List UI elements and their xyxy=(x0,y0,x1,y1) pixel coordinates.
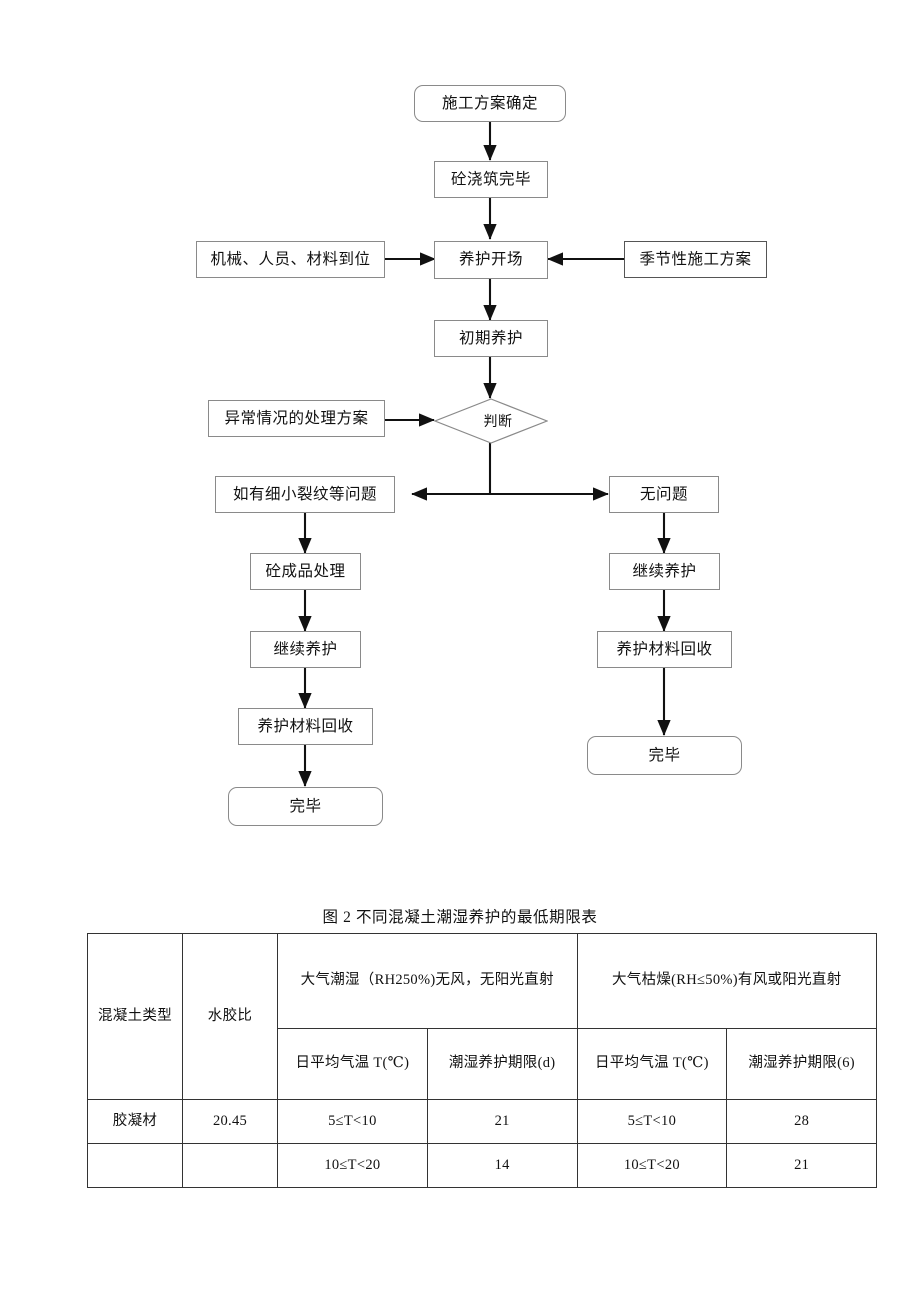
cell-temp-dry: 5≤T<10 xyxy=(576,1099,728,1144)
flowchart-diagram: 施工方案确定 砼浇筑完毕 机械、人员、材料到位 养护开场 季节性施工方案 初期养… xyxy=(196,85,767,826)
flow-node-finished-left[interactable]: 完毕 xyxy=(228,787,383,826)
node-label: 无问题 xyxy=(639,485,688,503)
flow-node-initial-curing[interactable]: 初期养护 xyxy=(434,320,548,357)
node-label: 异常情况的处理方案 xyxy=(224,409,369,427)
cell-days-dry: 28 xyxy=(726,1099,877,1144)
cell-concrete-type xyxy=(87,1143,183,1188)
flow-node-curing-material-recovery-right[interactable]: 养护材料回收 xyxy=(597,631,732,668)
node-label: 施工方案确定 xyxy=(441,94,538,112)
node-label: 继续养护 xyxy=(632,562,697,580)
flow-node-continue-curing-right[interactable]: 继续养护 xyxy=(609,553,720,590)
header-group-dry: 大气枯燥(RH≤50%)有风或阳光直射 xyxy=(576,933,877,1029)
flow-node-no-problem[interactable]: 无问题 xyxy=(609,476,719,513)
flow-node-construction-plan-confirmed[interactable]: 施工方案确定 xyxy=(414,85,566,122)
node-label: 机械、人员、材料到位 xyxy=(210,250,371,268)
cell-days-humid: 14 xyxy=(426,1143,578,1188)
flow-node-machinery-personnel-materials-ready[interactable]: 机械、人员、材料到位 xyxy=(196,241,385,278)
node-label: 如有细小裂纹等问题 xyxy=(232,485,377,503)
node-label: 养护材料回收 xyxy=(257,717,354,735)
flow-node-abnormal-situation-plan[interactable]: 异常情况的处理方案 xyxy=(208,400,385,437)
node-label: 初期养护 xyxy=(458,329,523,347)
header-days-humid: 潮湿养护期限(d) xyxy=(426,1028,578,1100)
flow-node-finished-right[interactable]: 完毕 xyxy=(587,736,742,775)
node-label: 完毕 xyxy=(289,797,322,815)
header-concrete-type: 混凝土类型 xyxy=(87,933,183,1100)
node-label: 养护开场 xyxy=(458,251,523,269)
flow-node-curing-material-recovery-left[interactable]: 养护材料回收 xyxy=(238,708,373,745)
header-water-binder-ratio: 水胶比 xyxy=(182,933,278,1100)
table-caption: 图 2 不同混凝土潮湿养护的最低期限表 xyxy=(322,909,598,926)
cell-water-binder-ratio xyxy=(182,1143,278,1188)
header-days-dry: 潮湿养护期限(6) xyxy=(726,1028,877,1100)
cell-days-dry: 21 xyxy=(726,1143,877,1188)
table-section: 图 2 不同混凝土潮湿养护的最低期限表 混凝土类型 水胶比 大气潮湿（RH250… xyxy=(0,905,920,1188)
flow-node-decision-judgement[interactable]: 判断 xyxy=(434,398,548,444)
table-row: 胶凝材 20.45 5≤T<10 21 5≤T<10 28 xyxy=(87,1099,877,1144)
flow-node-continue-curing-left[interactable]: 继续养护 xyxy=(250,631,361,668)
node-label: 继续养护 xyxy=(273,640,338,658)
header-temp-humid: 日平均气温 T(℃) xyxy=(277,1028,428,1100)
cell-temp-dry: 10≤T<20 xyxy=(576,1143,728,1188)
cell-days-humid: 21 xyxy=(426,1099,578,1144)
header-temp-dry: 日平均气温 T(℃) xyxy=(576,1028,728,1100)
cell-water-binder-ratio: 20.45 xyxy=(182,1099,278,1144)
cell-concrete-type: 胶凝材 xyxy=(87,1099,183,1144)
table-header-row-subs: 日平均气温 T(℃) 潮湿养护期限(d) 日平均气温 T(℃) 潮湿养护期限(6… xyxy=(88,1028,877,1100)
header-group-humid: 大气潮湿（RH250%)无风，无阳光直射 xyxy=(277,933,578,1029)
node-label: 判断 xyxy=(483,415,513,430)
cell-temp-humid: 10≤T<20 xyxy=(277,1143,428,1188)
cell-temp-humid: 5≤T<10 xyxy=(277,1099,428,1144)
flow-node-curing-start[interactable]: 养护开场 xyxy=(434,241,548,279)
node-label: 砼成品处理 xyxy=(265,562,346,580)
table-header-row-groups: 混凝土类型 水胶比 大气潮湿（RH250%)无风，无阳光直射 大气枯燥(RH≤5… xyxy=(87,933,877,1100)
flow-node-seasonal-construction-plan[interactable]: 季节性施工方案 xyxy=(624,241,767,278)
flow-node-concrete-product-treatment[interactable]: 砼成品处理 xyxy=(250,553,361,590)
node-label: 完毕 xyxy=(648,746,681,764)
node-label: 砼浇筑完毕 xyxy=(450,170,531,188)
node-label: 季节性施工方案 xyxy=(639,250,752,268)
node-label: 养护材料回收 xyxy=(616,640,713,658)
moist-curing-limits-table: 混凝土类型 水胶比 大气潮湿（RH250%)无风，无阳光直射 大气枯燥(RH≤5… xyxy=(87,933,877,1188)
flow-node-concrete-pouring-complete[interactable]: 砼浇筑完毕 xyxy=(434,161,548,198)
flow-node-if-fine-cracks-problem[interactable]: 如有细小裂纹等问题 xyxy=(215,476,395,513)
table-row: 10≤T<20 14 10≤T<20 21 xyxy=(87,1143,877,1188)
